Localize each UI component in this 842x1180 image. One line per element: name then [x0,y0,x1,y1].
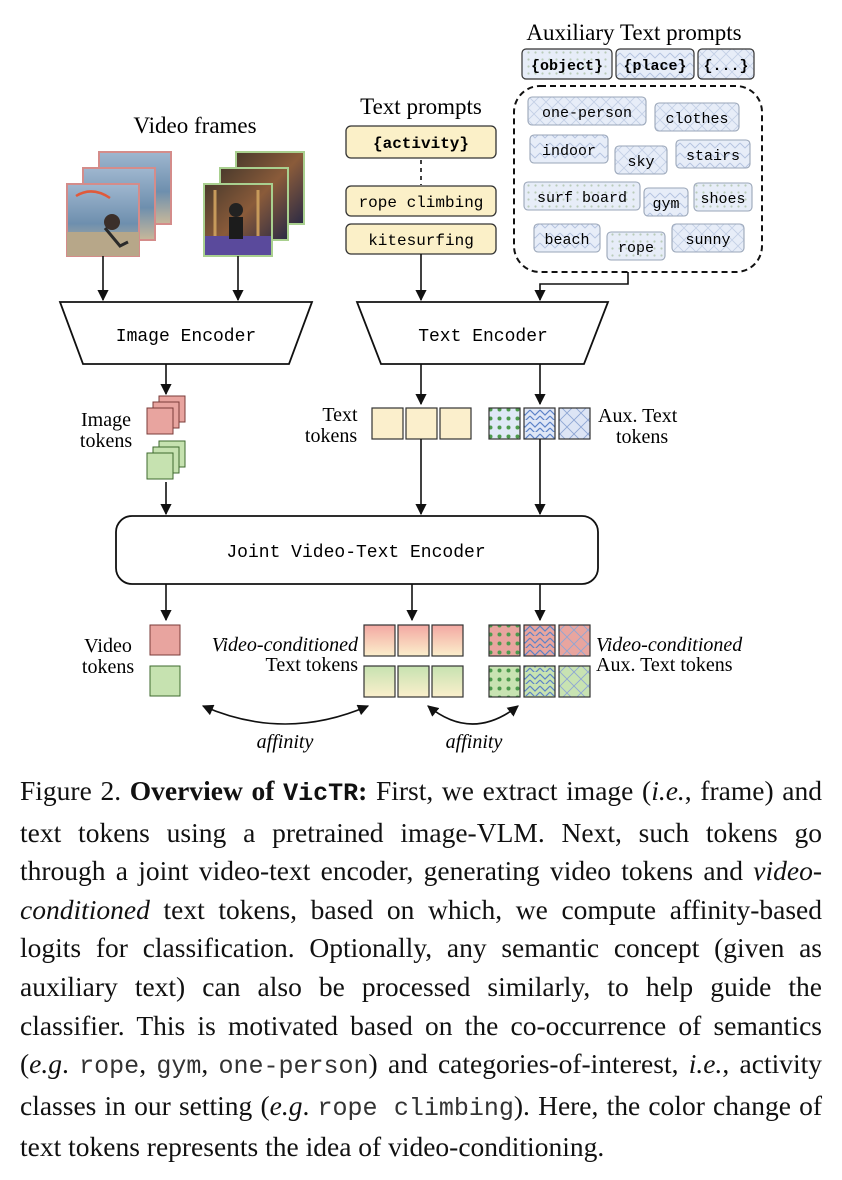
aux-chip-more: {...} [697,48,755,80]
image-token-green-stack [146,440,186,480]
encoder-output-arrows [160,364,546,406]
aux-concept-rope: rope [606,231,666,261]
kitesurf-frame-image [66,183,140,257]
figure-caption: Figure 2. Overview of VicTR: First, we e… [20,775,823,1163]
aux-tokens-label-2: tokens [616,426,668,448]
vc-aux-label-2: Aux. Text tokens [596,654,733,676]
video-token-green [149,665,181,697]
aux-concept-shoes: shoes [693,182,753,212]
caption-title: Overview of VicTR: [129,775,368,808]
vc-text-label: Video-conditioned [212,634,359,656]
svg-text:one-person: one-person [542,105,632,122]
svg-text:Joint Video-Text Encoder: Joint Video-Text Encoder [226,543,485,563]
aux-concept-gym: gym [643,187,689,217]
svg-text:sunny: sunny [685,232,730,249]
token-to-joint-arrows [415,439,546,516]
svg-text:{activity}: {activity} [373,135,469,153]
aux-concept-clothes: clothes [654,102,740,132]
image-token-red-stack [146,395,186,435]
affinity-arc-left [201,704,370,725]
caption-figure-number: Figure 2. [20,775,122,806]
video-tokens-label-2: tokens [82,656,134,678]
aux-concept-stairs: stairs [675,139,751,169]
svg-text:rope climbing: rope climbing [359,194,484,212]
image-tokens-label-2: tokens [80,430,132,452]
text-tokens-label: Text [322,404,358,426]
affinity-label-right: affinity [446,731,503,753]
video-token-red [149,624,181,656]
text-prompts-label: Text prompts [360,94,482,119]
svg-text:Text Encoder: Text Encoder [418,327,548,347]
prompt-example-kitesurfing: kitesurfing [345,223,497,255]
aux-token-row [488,407,591,440]
svg-text:sky: sky [627,154,654,171]
aux-concept-surf-board: surf board [523,181,641,211]
vc-text-token-row-green [363,665,464,698]
video-frames-label: Video frames [133,113,256,138]
aux-chip-object: {object} [521,48,613,80]
svg-text:kitesurfing: kitesurfing [368,232,474,250]
aux-concept-chips: one-person clothes indoor sky stairs sur… [523,96,753,261]
vc-text-token-row-red [363,624,464,657]
activity-prompt-chip: {activity} [345,125,497,159]
svg-text:stairs: stairs [686,148,740,165]
text-encoder: Text Encoder [355,301,610,365]
joint-output-arrows [160,584,546,622]
aux-prompts-label: Auxiliary Text prompts [526,20,741,45]
aux-tokens-label: Aux. Text [598,405,678,427]
svg-text:surf board: surf board [537,190,627,207]
image-tokens-label: Image [81,409,131,431]
prompt-example-rope-climbing: rope climbing [345,185,497,217]
joint-video-text-encoder: Joint Video-Text Encoder [115,515,599,585]
caption-method-name: VicTR [283,779,359,808]
svg-text:gym: gym [652,196,679,213]
vc-aux-token-row-red [488,624,591,657]
aux-concept-one-person: one-person [527,96,647,126]
aux-concept-sky: sky [614,145,668,175]
aux-chip-place: {place} [615,48,695,80]
gym-frame-stack [203,151,305,257]
svg-text:rope: rope [618,240,654,257]
victr-overview-diagram: Video frames Text prompts Auxiliary Text… [58,20,763,753]
svg-text:{place}: {place} [623,58,686,75]
svg-text:clothes: clothes [665,111,728,128]
svg-text:Image Encoder: Image Encoder [116,327,256,347]
affinity-label-left: affinity [257,731,314,753]
svg-text:indoor: indoor [542,143,596,160]
text-token-row [371,407,472,440]
aux-concept-indoor: indoor [529,134,609,164]
video-tokens-label: Video [84,635,132,657]
svg-text:{object}: {object} [531,58,603,75]
gym-frame-image [203,183,273,257]
svg-text:shoes: shoes [700,191,745,208]
svg-text:beach: beach [544,232,589,249]
vc-aux-token-row-green [488,665,591,698]
text-tokens-label-2: tokens [305,425,357,447]
kitesurf-frame-stack [66,151,172,257]
aux-concepts-box [513,85,763,273]
aux-concept-sunny: sunny [671,223,745,253]
vc-text-label-2: Text tokens [266,654,359,676]
vc-aux-label: Video-conditioned [596,634,743,656]
input-arrows [97,254,629,302]
affinity-arc-right [427,705,519,725]
svg-text:{...}: {...} [703,58,748,75]
aux-concept-beach: beach [533,223,601,253]
image-encoder: Image Encoder [58,301,314,365]
